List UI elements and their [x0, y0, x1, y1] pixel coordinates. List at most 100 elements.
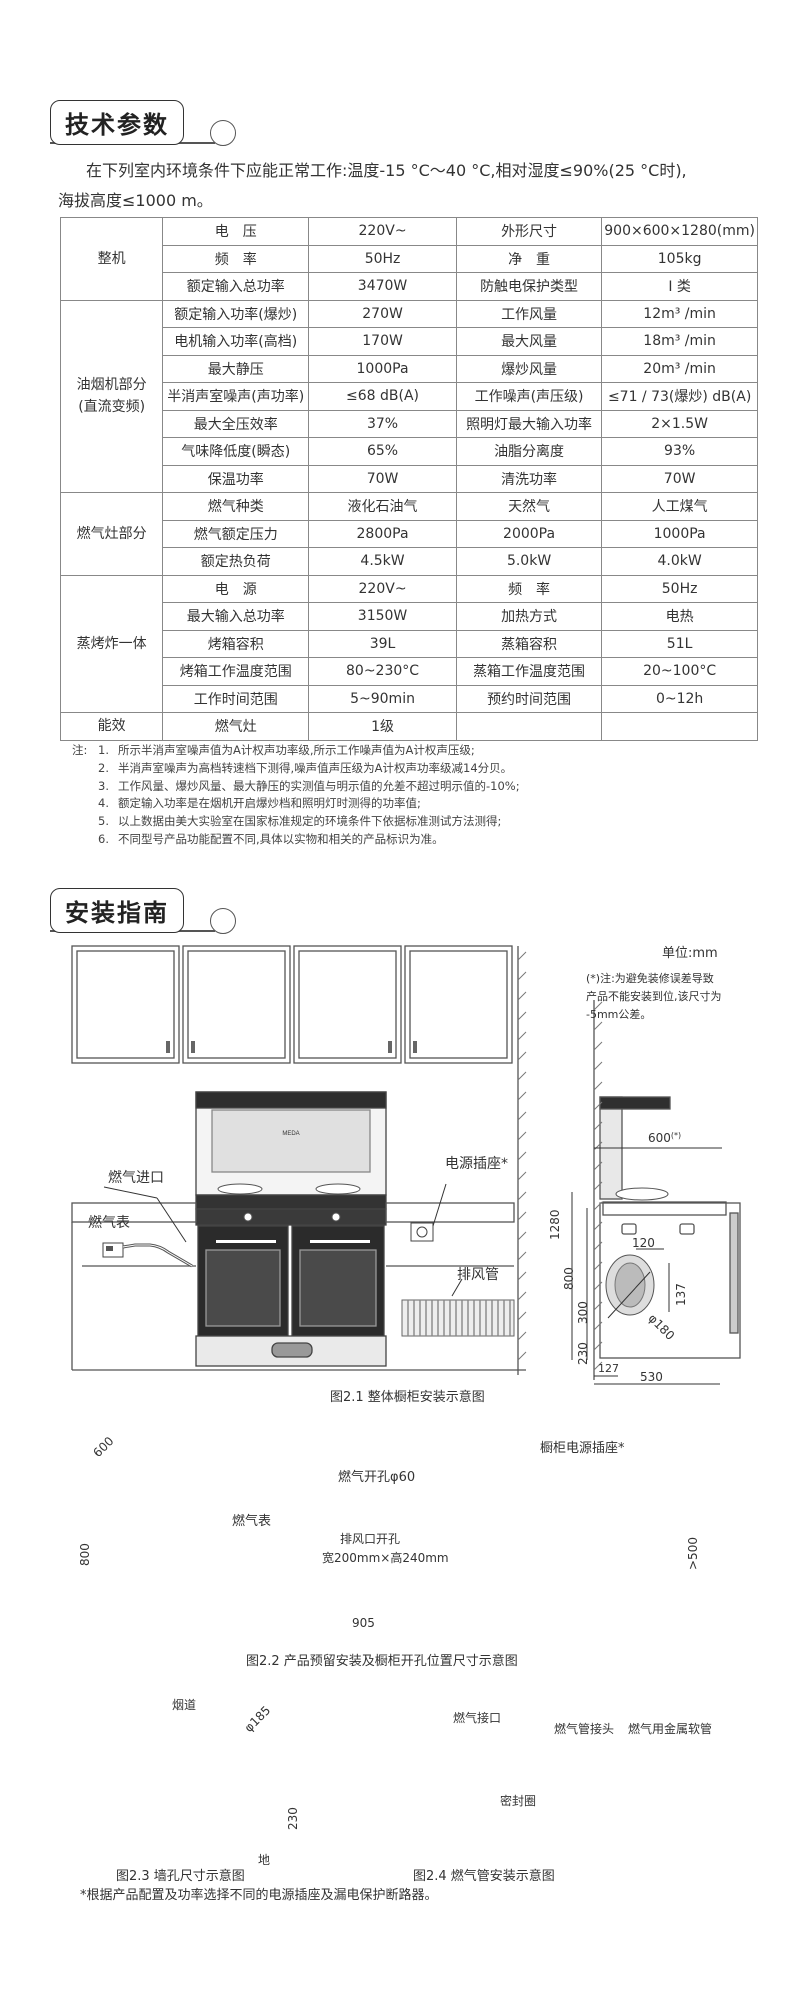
spec-cell: 最大输入总功率 — [162, 602, 310, 631]
spec-cell: 51L — [601, 629, 758, 658]
fig3-dim-185: φ185 — [241, 1703, 274, 1735]
spec-cell: 50Hz — [601, 574, 758, 603]
cabinet-socket-label: 橱柜电源插座* — [540, 1441, 625, 1456]
spec-group-cell: 能效 — [59, 712, 164, 741]
gas-inlet-label: 燃气进口 — [108, 1170, 164, 1186]
spec-group-cell: 油烟机部分 (直流变频) — [59, 299, 164, 493]
spec-cell: 1000Pa — [601, 519, 758, 548]
unit-label: 单位:mm — [662, 946, 718, 961]
spec-cell: 预约时间范围 — [455, 684, 603, 713]
spec-cell: 18m³ /min — [601, 327, 758, 356]
note-item: 2. 半消声室噪声为高档转速档下测得,噪声值声压级为A计权声功率级减14分贝。 — [98, 760, 778, 778]
metal-hose-label: 燃气用金属软管 — [628, 1722, 713, 1736]
note-item: 注: 1. 所示半消声室噪声值为A计权声功率级,所示工作噪声值为A计权声压级; — [72, 742, 778, 760]
spec-cell: 2×1.5W — [601, 409, 758, 438]
spec-cell: 天然气 — [455, 492, 603, 521]
spec-cell: 最大风量 — [455, 327, 603, 356]
note-item: 4.额定输入功率是在烟机开启爆炒档和照明灯时测得的功率值; — [98, 795, 778, 813]
fig2-dim-500: >500 — [686, 1537, 700, 1570]
dim-800: 800 — [562, 1267, 576, 1290]
spec-group-label: 蒸烤炸一体 — [76, 635, 147, 652]
spec-cell: 1000Pa — [308, 354, 457, 383]
spec-notes: 注: 1. 所示半消声室噪声值为A计权声功率级,所示工作噪声值为A计权声压级; 2. 半… — [72, 742, 778, 849]
spec-cell: 1级 — [308, 712, 457, 741]
spec-cell: 工作时间范围 — [162, 684, 310, 713]
note-text: 半消声室噪声为高档转速档下测得,噪声值声压级为A计权声功率级减14分贝。 — [118, 760, 513, 775]
footnote: *根据产品配置及功率选择不同的电源插座及漏电保护断路器。 — [80, 1888, 438, 1903]
spec-group-sublabel: (直流变频) — [78, 399, 146, 416]
spec-cell: 65% — [308, 437, 457, 466]
fig2-dim-800: 800 — [78, 1543, 92, 1566]
fig2-dim-600: 600 — [90, 1433, 117, 1461]
spec-group-label: 油烟机部分 — [76, 377, 147, 394]
intro-line-1: 在下列室内环境条件下应能正常工作:温度-15 °C～40 °C,相对湿度≤90%… — [86, 161, 687, 180]
spec-cell: 电 压 — [162, 217, 310, 246]
section-title-ornament — [210, 120, 236, 146]
spec-cell: 70W — [308, 464, 457, 493]
notes-label: 注: — [72, 743, 88, 757]
install-section-title: 安装指南 — [50, 887, 184, 933]
figure-2-1-caption: 图2.1 整体橱柜安装示意图 — [330, 1390, 485, 1405]
figure-2-1-cabinet-installation: MEDA — [71, 945, 741, 1385]
spec-group-cell: 燃气灶部分 — [59, 492, 164, 576]
spec-cell: 外形尺寸 — [455, 217, 603, 246]
spec-cell: 燃气额定压力 — [162, 519, 310, 548]
spec-cell: 900×600×1280(mm) — [601, 217, 758, 246]
note-text: 不同型号产品功能配置不同,具体以实物和相关的产品标识为准。 — [118, 831, 444, 846]
note-number: 3. — [98, 778, 109, 793]
spec-cell: 电热 — [601, 602, 758, 631]
note-text: 所示半消声室噪声值为A计权声功率级,所示工作噪声值为A计权声压级; — [118, 743, 475, 757]
fig2-dim-905: 905 — [352, 1616, 375, 1630]
spec-group-label: 燃气灶部分 — [76, 525, 147, 542]
spec-cell: 蒸箱容积 — [455, 629, 603, 658]
remark-line-2: 产品不能安装到位,该尺寸为 — [586, 990, 722, 1003]
spec-cell: 加热方式 — [455, 602, 603, 631]
dim-230: 230 — [576, 1342, 590, 1365]
spec-cell: 半消声室噪声(声功率) — [162, 382, 310, 411]
figure-2-4-caption: 图2.4 燃气管安装示意图 — [413, 1869, 555, 1884]
environment-intro: 在下列室内环境条件下应能正常工作:温度-15 °C～40 °C,相对湿度≤90%… — [58, 156, 758, 216]
exhaust-hole-size: 宽200mm×高240mm — [322, 1551, 449, 1565]
remark-line-3: -5mm公差。 — [586, 1008, 652, 1021]
spec-cell: 人工煤气 — [601, 492, 758, 521]
fig2-gas-meter-label: 燃气表 — [232, 1514, 272, 1529]
note-number: 6. — [98, 831, 109, 846]
spec-cell: 防触电保护类型 — [455, 272, 603, 301]
gas-connector-label: 燃气接口 — [453, 1711, 502, 1725]
spec-cell: 烤箱工作温度范围 — [162, 657, 310, 686]
spec-group-cell: 蒸烤炸一体 — [59, 574, 164, 713]
spec-cell: 20m³ /min — [601, 354, 758, 383]
dim-137: 137 — [674, 1283, 688, 1306]
dim-300: 300 — [576, 1301, 590, 1324]
spec-cell: 电机输入功率(高档) — [162, 327, 310, 356]
note-item: 3.工作风量、爆炒风量、最大静压的实测值与明示值的允差不超过明示值的-10%; — [98, 778, 778, 796]
spec-cell: 0~12h — [601, 684, 758, 713]
spec-cell — [601, 712, 758, 741]
spec-cell: 2800Pa — [308, 519, 457, 548]
section-title-ornament — [210, 908, 236, 934]
spec-cell: 净 重 — [455, 244, 603, 273]
note-number: 1. — [98, 743, 109, 757]
spec-cell: 39L — [308, 629, 457, 658]
spec-cell: 蒸箱工作温度范围 — [455, 657, 603, 686]
spec-group-label: 整机 — [97, 250, 126, 267]
fig3-dim-230: 230 — [286, 1807, 300, 1830]
spec-cell: 3150W — [308, 602, 457, 631]
spec-section-title: 技术参数 — [50, 99, 184, 145]
spec-group-label: 能效 — [97, 718, 126, 735]
note-item: 6. 不同型号产品功能配置不同,具体以实物和相关的产品标识为准。 — [98, 831, 778, 849]
note-number: 2. — [98, 760, 109, 775]
spec-cell: 50Hz — [308, 244, 457, 273]
spec-cell: 电 源 — [162, 574, 310, 603]
flue-label: 烟道 — [172, 1698, 197, 1712]
seal-ring-label: 密封圈 — [500, 1794, 537, 1808]
spec-cell: 最大静压 — [162, 354, 310, 383]
